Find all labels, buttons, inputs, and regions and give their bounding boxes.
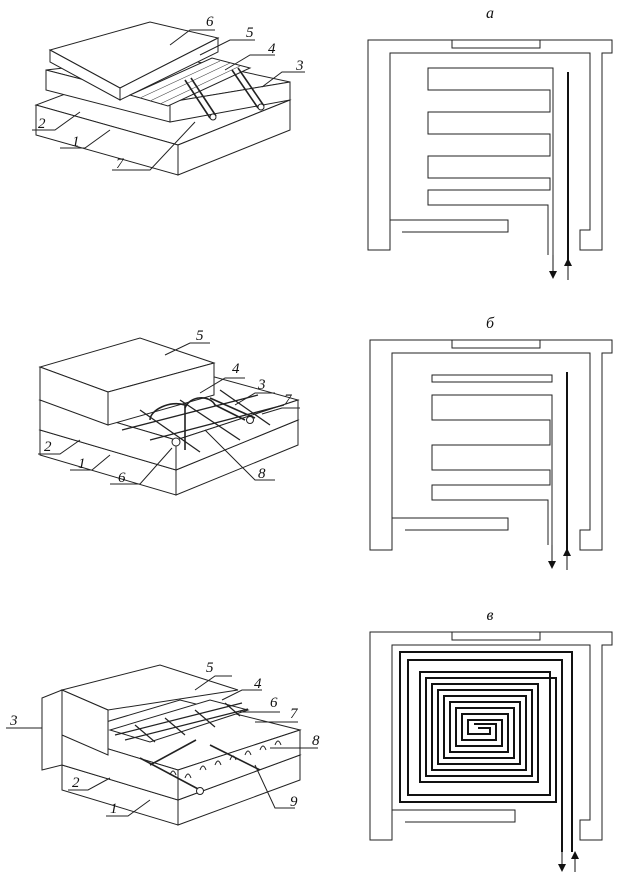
label-6: 6 [270,695,278,711]
label-4: 4 [268,41,276,57]
plan-b-double-serpentine [369,339,613,570]
label-3: 3 [295,58,304,74]
label-8: 8 [312,733,320,749]
label-5: 5 [246,25,254,41]
fig1-labels: 6 5 4 3 2 1 7 [38,14,304,172]
caption-b: б [486,315,495,332]
label-2: 2 [38,116,46,132]
label-9: 9 [290,794,298,810]
label-8: 8 [258,466,266,482]
label-1: 1 [110,801,118,817]
label-3: 3 [257,377,266,393]
label-1: 1 [78,456,86,472]
label-7: 7 [116,156,125,172]
caption-v: в [487,607,494,624]
label-7: 7 [290,706,299,722]
plan-a-serpentine [367,39,613,280]
caption-a: а [486,5,494,22]
label-6: 6 [206,14,214,30]
label-7: 7 [284,392,293,408]
label-4: 4 [254,676,262,692]
plan-v-spiral [369,631,613,872]
floor-section-1 [32,21,305,176]
label-2: 2 [72,775,80,791]
label-1: 1 [72,134,80,150]
floor-section-3 [6,664,318,826]
label-2: 2 [44,439,52,455]
label-3: 3 [9,713,18,729]
fig2-labels: 5 4 3 7 2 1 6 8 [44,328,293,486]
label-4: 4 [232,361,240,377]
label-5: 5 [206,660,214,676]
floor-section-2 [38,337,300,496]
fig3-labels: 5 4 6 7 8 3 2 1 9 [9,660,320,817]
label-6: 6 [118,470,126,486]
label-5: 5 [196,328,204,344]
